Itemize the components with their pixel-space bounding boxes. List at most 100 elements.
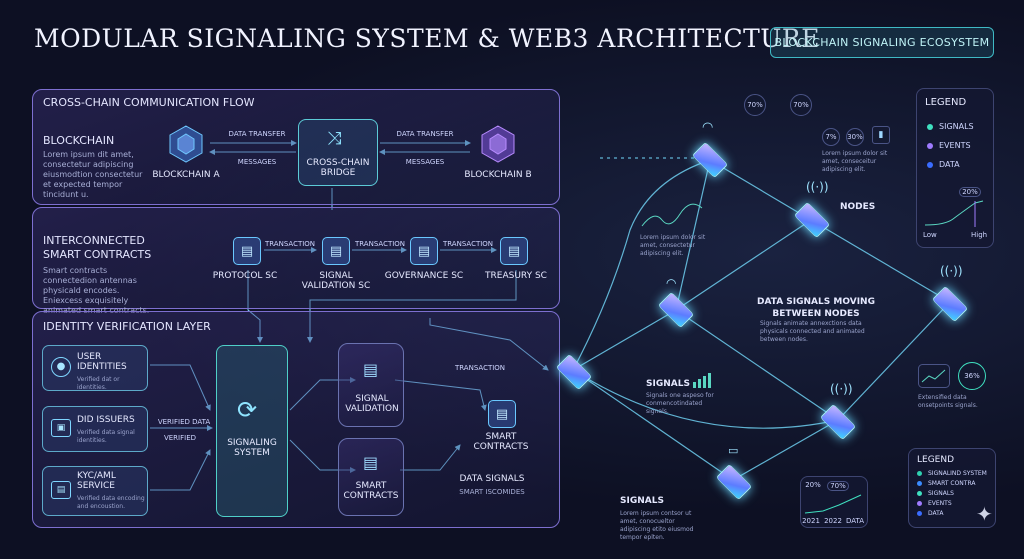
id-card-icon: ▤	[51, 481, 71, 499]
crosschain-bridge[interactable]: ⤨ CROSS-CHAIN BRIDGE	[298, 119, 378, 186]
protocol-sc-icon[interactable]: ▤	[233, 237, 261, 265]
legend-bottom-dot-1	[917, 471, 922, 476]
id-badge-icon: ▣	[51, 419, 71, 437]
kyc-aml-label: KYC/AML SERVICE	[77, 471, 116, 491]
transaction-label-2: TRANSACTION	[354, 240, 406, 248]
top-note: Lorem ipsum dolor sit amet, conseceitur …	[822, 150, 888, 173]
bridge-label: CROSS-CHAIN BRIDGE	[306, 158, 370, 178]
blockchain-side-title: BLOCKCHAIN	[43, 134, 115, 147]
wave-chart	[641, 203, 703, 227]
signal-validation-box[interactable]: ▤ SIGNAL VALIDATION	[338, 343, 404, 427]
verified-label: VERIFIED	[163, 434, 197, 442]
signals-bottom-label: SIGNALS	[620, 496, 664, 506]
did-issuers-label: DID ISSUERS	[77, 415, 135, 425]
percent-chip-3: 7%	[822, 128, 840, 146]
legend-bottom-label-1: SIGNALIND SYSTEM	[928, 470, 987, 477]
transaction-label-3: TRANSACTION	[442, 240, 494, 248]
user-identities-card[interactable]: ● USER IDENTITIES Verified dat or identi…	[42, 345, 148, 391]
legend-bottom-item-3: SIGNALS	[917, 490, 954, 497]
ecosystem-button[interactable]: BLOCKCHAIN SIGNALING ECOSYSTEM	[770, 27, 994, 58]
blockchain-a-icon	[169, 125, 203, 163]
smart-contracts-box[interactable]: ▤ SMART CONTRACTS	[338, 438, 404, 516]
right-percent: 36%	[958, 362, 986, 390]
legend-bottom-label-5: DATA	[928, 510, 944, 517]
smart-contracts-label: SMART CONTRACTS	[343, 481, 399, 501]
legend-top-events-label: EVENTS	[939, 141, 971, 150]
legend-bottom-item-1: SIGNALIND SYSTEM	[917, 470, 987, 477]
moving-signals-title: DATA SIGNALS MOVING BETWEEN NODES	[757, 297, 875, 319]
wifi-icon-right: ((·))	[940, 264, 963, 278]
legend-top-low: Low	[923, 231, 937, 239]
legend-bottom-dot-4	[917, 501, 922, 506]
chat-icon-bottom: ▭	[728, 444, 739, 457]
crosschain-title: CROSS-CHAIN COMMUNICATION FLOW	[43, 96, 255, 109]
legend-top-curve	[924, 200, 984, 227]
smart-contracts-2-label: SMART CONTRACTS	[473, 432, 529, 452]
blockchain-a-label: BLOCKCHAIN A	[152, 170, 220, 180]
blockchain-side-desc: Lorem ipsum dit amet, consectetur adipis…	[43, 150, 143, 199]
bar-chart-icon-top: ▮	[872, 126, 890, 144]
legend-bottom-item-2: SMART CONTRA	[917, 480, 976, 487]
legend-top-item-signals: SIGNALS	[927, 122, 974, 131]
identity-title: IDENTITY VERIFICATION LAYER	[43, 320, 211, 333]
signals-mid-desc: Signals one aspeso for conmencotindated …	[646, 392, 714, 415]
bar-chart-icon-mid	[693, 373, 711, 388]
document-icon: ▤	[363, 360, 379, 379]
user-identities-desc: Verified dat or identities.	[77, 376, 120, 391]
right-note: Extensified data onsetpoints signals.	[918, 394, 978, 409]
wifi-icon-upper-right: ((·))	[806, 180, 829, 194]
smart-contracts-2-icon[interactable]: ▤	[488, 400, 516, 428]
contracts-panel: INTERCONNECTED SMART CONTRACTS Smart con…	[32, 207, 560, 315]
wifi-icon-center: ◠	[666, 276, 677, 290]
did-issuers-card[interactable]: ▣ DID ISSUERS Verified data signal ident…	[42, 406, 148, 452]
kyc-aml-card[interactable]: ▤ KYC/AML SERVICE Verified data encoding…	[42, 466, 148, 516]
data-transfer-label-right: DATA TRANSFER	[396, 130, 454, 138]
legend-bottom-dot-2	[917, 481, 922, 486]
treasury-sc-label: TREASURY SC	[485, 271, 547, 281]
contracts-title: INTERCONNECTED SMART CONTRACTS	[43, 234, 152, 261]
legend-bottom-label-2: SMART CONTRA	[928, 480, 976, 487]
legend-top-high: High	[971, 231, 988, 239]
data-signals-sub: SMART ISCOMIDES	[459, 488, 525, 496]
user-identities-label: USER IDENTITIES	[77, 352, 127, 372]
percent-chip-2: 70%	[790, 94, 812, 116]
wifi-icon-top: ◠	[702, 120, 714, 135]
legend-bottom-title: LEGEND	[917, 455, 955, 465]
growth-chart: 20% 70% 2021 2022 DATA	[800, 476, 868, 528]
verified-data-label: VERIFIED DATA	[157, 418, 211, 426]
legend-top-data-label: DATA	[939, 160, 960, 169]
sync-icon: ⟳	[237, 396, 258, 424]
governance-sc-label: GOVERNANCE SC	[384, 271, 464, 281]
signal-validation-sc-icon[interactable]: ▤	[322, 237, 350, 265]
messages-label-left: MESSAGES	[237, 158, 277, 166]
user-icon: ●	[51, 357, 71, 377]
legend-top-item-data: DATA	[927, 160, 960, 169]
treasury-sc-icon[interactable]: ▤	[500, 237, 528, 265]
signaling-system-box[interactable]: ⟳ SIGNALING SYSTEM	[216, 345, 288, 517]
chart-percent-20: 20%	[805, 481, 821, 489]
legend-bottom-label-3: SIGNALS	[928, 490, 954, 497]
wifi-icon-lower-right: ((·))	[830, 382, 853, 396]
percent-chip-4: 30%	[846, 128, 864, 146]
data-dot	[927, 161, 933, 168]
chart-year-2021: 2021	[802, 517, 820, 525]
page-title: MODULAR SIGNALING SYSTEM & WEB3 ARCHITEC…	[34, 24, 820, 53]
signaling-system-label: SIGNALING SYSTEM	[227, 438, 277, 458]
moving-signals-desc: Signals animate annexctions data physica…	[760, 320, 865, 343]
legend-top-item-events: EVENTS	[927, 141, 971, 150]
sparkle-icon: ✦	[976, 502, 993, 526]
blockchain-b-icon	[481, 125, 515, 163]
shuffle-icon: ⤨	[327, 128, 342, 149]
contracts-desc: Smart contracts connectedion antennas ph…	[43, 266, 149, 315]
governance-sc-icon[interactable]: ▤	[410, 237, 438, 265]
messages-label-right: MESSAGES	[405, 158, 445, 166]
signals-dot	[927, 123, 933, 130]
mini-line-icon	[918, 364, 950, 388]
data-signals-label: DATA SIGNALS	[459, 474, 525, 484]
legend-bottom-label-4: EVENTS	[928, 500, 952, 507]
legend-top-percent: 20%	[959, 187, 981, 197]
blockchain-b-label: BLOCKCHAIN B	[464, 170, 532, 180]
did-issuers-desc: Verified data signal identities.	[77, 429, 135, 444]
legend-bottom: LEGEND SIGNALIND SYSTEM SMART CONTRA SIG…	[908, 448, 996, 528]
